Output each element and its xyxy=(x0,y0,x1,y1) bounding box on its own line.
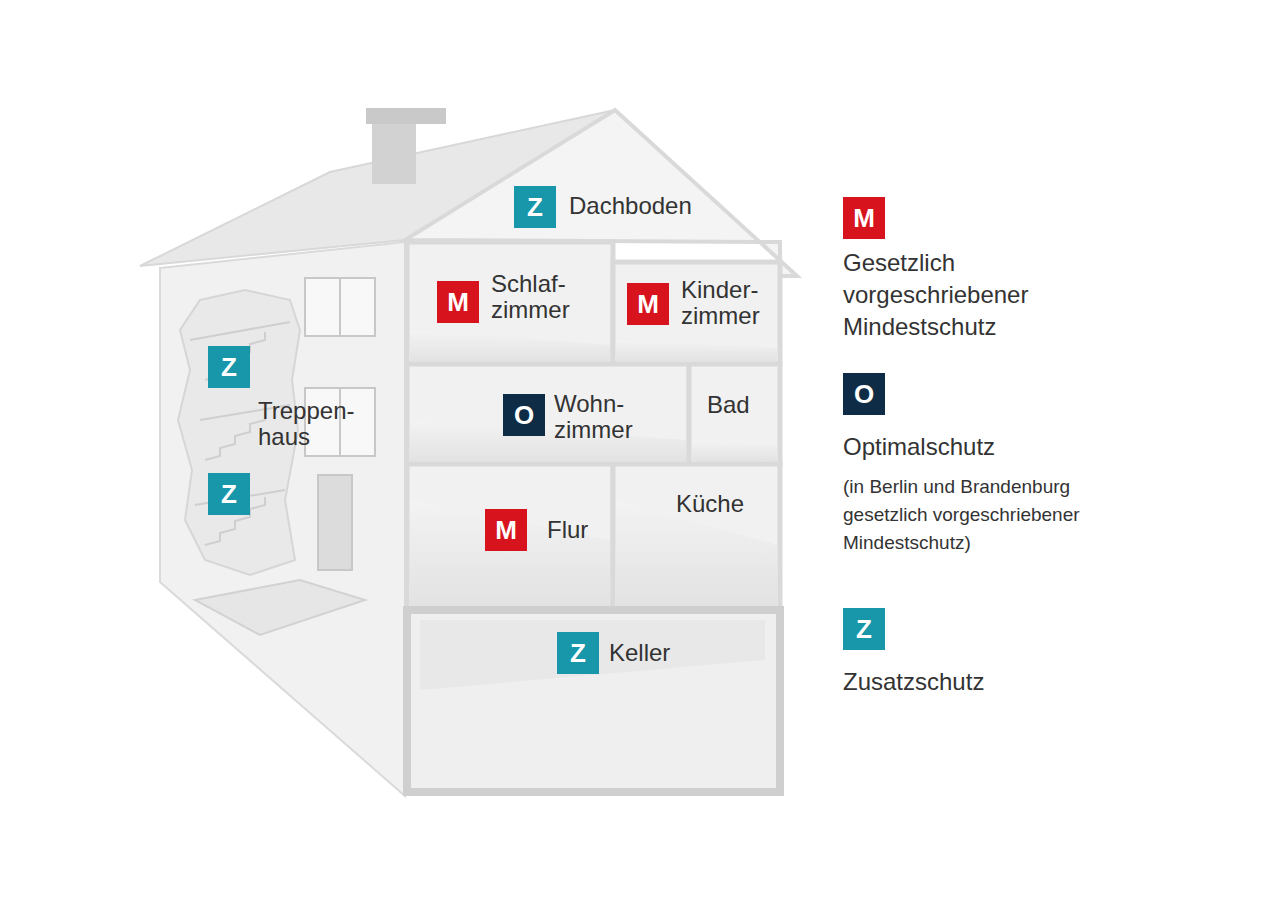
door xyxy=(318,475,352,570)
chimney xyxy=(372,122,416,184)
legend-letter: M xyxy=(843,197,885,239)
room-area: Flur M xyxy=(410,467,610,607)
room-name: Bad xyxy=(707,392,767,418)
room-name: Dachboden xyxy=(569,193,719,219)
detector-marker: O xyxy=(503,394,545,436)
detector-marker: M xyxy=(627,283,669,325)
room-name: Flur xyxy=(547,517,607,543)
room-name: Küche xyxy=(676,491,766,517)
room-name: Wohn- zimmer xyxy=(554,391,654,443)
cellar xyxy=(407,610,780,792)
detector-marker: Z xyxy=(208,346,250,388)
detector-marker: M xyxy=(485,509,527,551)
room-area: Küche xyxy=(616,467,778,547)
room-name: Schlaf- zimmer xyxy=(491,271,591,323)
legend-letter: Z xyxy=(843,608,885,650)
detector-marker: Z xyxy=(557,632,599,674)
marker-letter: O xyxy=(503,394,545,436)
marker-letter: Z xyxy=(514,186,556,228)
room-name: Treppen- haus xyxy=(258,398,368,450)
entrance-step xyxy=(195,580,365,635)
detector-marker: Z xyxy=(208,473,250,515)
side-wall xyxy=(160,242,405,796)
room-area: Dachboden Z xyxy=(480,160,730,240)
windows xyxy=(305,278,375,456)
room-area: Wohn- zimmerO xyxy=(410,367,686,462)
room-name: Kinder- zimmer xyxy=(681,277,776,329)
marker-letter: Z xyxy=(208,473,250,515)
floors xyxy=(410,330,777,607)
rooms xyxy=(407,242,780,610)
room-area: Bad xyxy=(692,367,778,462)
marker-letter: M xyxy=(627,283,669,325)
detector-marker: Z xyxy=(514,186,556,228)
legend-letter: O xyxy=(843,373,885,415)
chimney-top xyxy=(366,108,446,124)
room-name: Keller xyxy=(609,640,709,666)
marker-letter: Z xyxy=(557,632,599,674)
legend-text: Zusatzschutz xyxy=(843,666,1073,698)
legend-text: Gesetzlich vorgeschriebener Mindestschut… xyxy=(843,247,1073,343)
legend-text: Optimalschutz xyxy=(843,431,1073,463)
legend-note: (in Berlin und Brandenburg gesetzlich vo… xyxy=(843,473,1128,557)
room-area: Schlaf- zimmer M xyxy=(410,245,610,363)
room-area: Treppen- hausZ Z xyxy=(190,320,400,550)
cellar-floor xyxy=(420,620,765,690)
marker-letter: M xyxy=(485,509,527,551)
marker-letter: Z xyxy=(208,346,250,388)
detector-marker: M xyxy=(437,281,479,323)
marker-letter: M xyxy=(437,281,479,323)
room-area: Keller Z xyxy=(412,614,776,788)
room-area: Kinder- zimmer M xyxy=(616,265,778,363)
